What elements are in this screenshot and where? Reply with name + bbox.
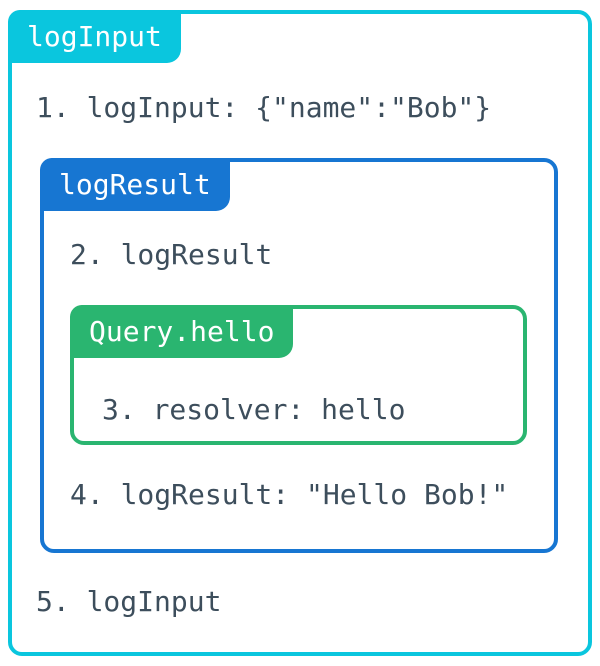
step-2-logresult-enter-text: 2. logResult	[70, 238, 273, 271]
logresult-tab-label: logResult	[40, 158, 230, 211]
loginput-tab-label: logInput	[8, 10, 181, 63]
step-3-resolver-text: 3. resolver: hello	[102, 393, 406, 426]
logresult-hook-box: logResult 2. logResult Query.hello 3. re…	[40, 158, 558, 553]
loginput-hook-box: logInput 1. logInput: {"name":"Bob"} log…	[8, 10, 592, 656]
query-hello-tab-label: Query.hello	[70, 305, 294, 358]
step-5-loginput-exit-text: 5. logInput	[36, 585, 222, 618]
step-1-loginput-enter-text: 1. logInput: {"name":"Bob"}	[36, 91, 492, 124]
step-4-logresult-exit-text: 4. logResult: "Hello Bob!"	[70, 478, 509, 511]
query-hello-resolver-box: Query.hello 3. resolver: hello	[70, 305, 527, 445]
